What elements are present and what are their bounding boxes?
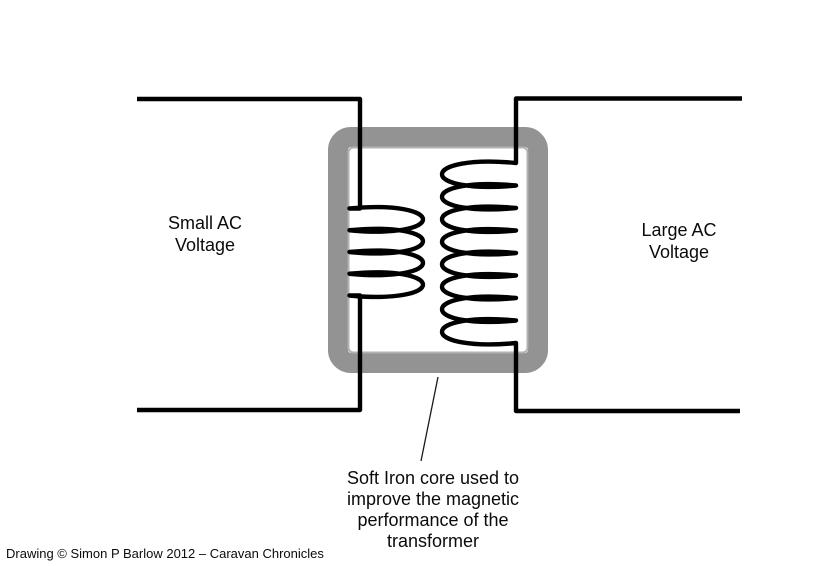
secondary-winding-wire	[439, 96, 742, 414]
soft-iron-core	[328, 127, 548, 373]
soft-iron-core-inner-edge	[347, 146, 529, 354]
primary-winding-wire	[137, 96, 426, 413]
annotation-leader-line	[420, 376, 439, 462]
core-annotation-text: Soft Iron core used to improve the magne…	[346, 468, 520, 551]
copyright-text: Drawing © Simon P Barlow 2012 – Caravan …	[6, 546, 324, 561]
secondary-voltage-label: Large AC Voltage	[641, 220, 717, 262]
primary-voltage-label: Small AC Voltage	[167, 213, 243, 255]
